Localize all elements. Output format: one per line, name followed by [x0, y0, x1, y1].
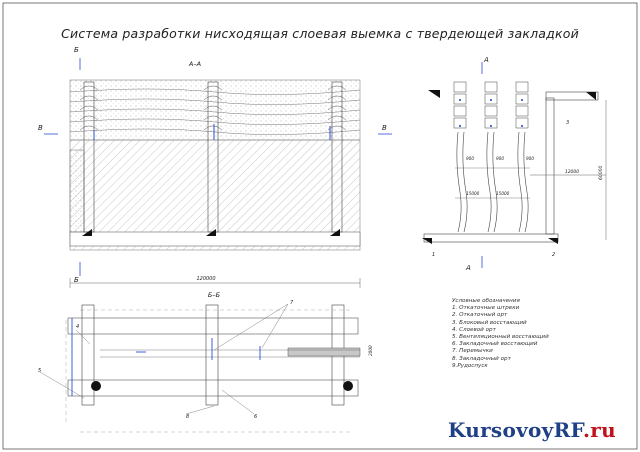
section-right: 60000 12000 900 900 900 15000 15000 А А …	[422, 56, 607, 272]
dim-height-right: 60000	[598, 166, 604, 180]
layer-line	[69, 88, 361, 95]
dim-step-1: 900	[466, 156, 474, 161]
bb-ore-pass	[91, 381, 353, 391]
raise-blocks	[453, 81, 529, 129]
layer-line	[69, 128, 361, 135]
dim-side: 2000	[368, 345, 373, 356]
callout-1: 1	[432, 252, 435, 258]
pillar-blocks	[69, 149, 85, 233]
dim-step-3: 900	[526, 156, 534, 161]
callout-7: 7	[290, 300, 294, 306]
label-v-right: В	[382, 124, 387, 132]
outline-dashed	[65, 309, 352, 433]
callout-3: 3	[566, 120, 569, 126]
block-raise	[545, 97, 555, 235]
raise-shafts	[456, 131, 529, 233]
watermark-suffix: .ru	[583, 418, 616, 442]
watermark: KursovoyRF.ru	[448, 418, 616, 442]
legend-item: 1. Откаточные штреки	[452, 305, 520, 312]
legend-header: Условные обозначения	[452, 298, 520, 304]
haulage-lines	[100, 349, 360, 358]
dim-span-2: 15000	[496, 191, 510, 196]
legend-item: 8. Закладочный орт	[452, 355, 511, 362]
bb-callout-leaders	[39, 303, 289, 415]
legend-item: 7. Перемычки	[452, 348, 493, 355]
label-v-left: В	[38, 124, 43, 132]
legend: Условные обозначения 1. Откаточные штрек…	[452, 298, 549, 370]
callout-6: 6	[254, 414, 257, 420]
bb-blue-elements	[71, 318, 261, 396]
legend-item: 3. Блоковый восстающий	[452, 319, 527, 326]
label-a-bottom: А	[465, 264, 471, 272]
callout-2: 2	[552, 252, 555, 258]
label-aa: А–А	[188, 60, 201, 68]
lower-drift	[67, 379, 359, 397]
dim-width-main: 120000	[196, 276, 215, 282]
drift-markers-right	[422, 90, 596, 244]
raise-dots	[459, 99, 523, 127]
label-a-top: А	[483, 56, 489, 64]
layer-line	[69, 98, 361, 105]
drawing-title: Система разработки нисходящая слоевая вы…	[61, 26, 579, 41]
legend-item: 6. Закладочный восстающий	[452, 341, 538, 348]
backfill-segment	[287, 347, 361, 357]
dim-step-2: 900	[496, 156, 504, 161]
upper-drift	[67, 317, 359, 335]
ventilation-markers	[93, 124, 331, 140]
drift-markers	[82, 229, 340, 236]
label-b-bottom: Б	[74, 276, 79, 284]
raise-arcs	[79, 85, 347, 131]
dim-width-right: 12000	[565, 169, 579, 175]
layer-line	[69, 118, 361, 125]
top-drift	[545, 91, 599, 101]
section-aa: 120000 А–А Б Б В В	[38, 46, 392, 288]
dim-span-1: 15000	[466, 191, 480, 196]
legend-item: 4. Слоевой орт	[452, 326, 496, 333]
legend-item: 2. Откаточный орт	[452, 312, 508, 319]
callout-5: 5	[38, 368, 41, 374]
callout-8: 8	[186, 414, 189, 420]
label-b-top: Б	[74, 46, 79, 54]
section-bb: Б–Б 2000 7 4 5	[38, 291, 373, 433]
callout-4: 4	[76, 324, 79, 330]
label-bb: Б–Б	[208, 291, 221, 299]
layer-line	[69, 108, 361, 115]
backfill-layers	[69, 79, 361, 141]
legend-item: 9.Рудоспуск	[452, 362, 488, 369]
bottom-drift	[423, 233, 559, 243]
watermark-main: KursovoyRF	[448, 418, 584, 442]
legend-item: 5. Вентиляционный восстающий	[452, 334, 549, 341]
